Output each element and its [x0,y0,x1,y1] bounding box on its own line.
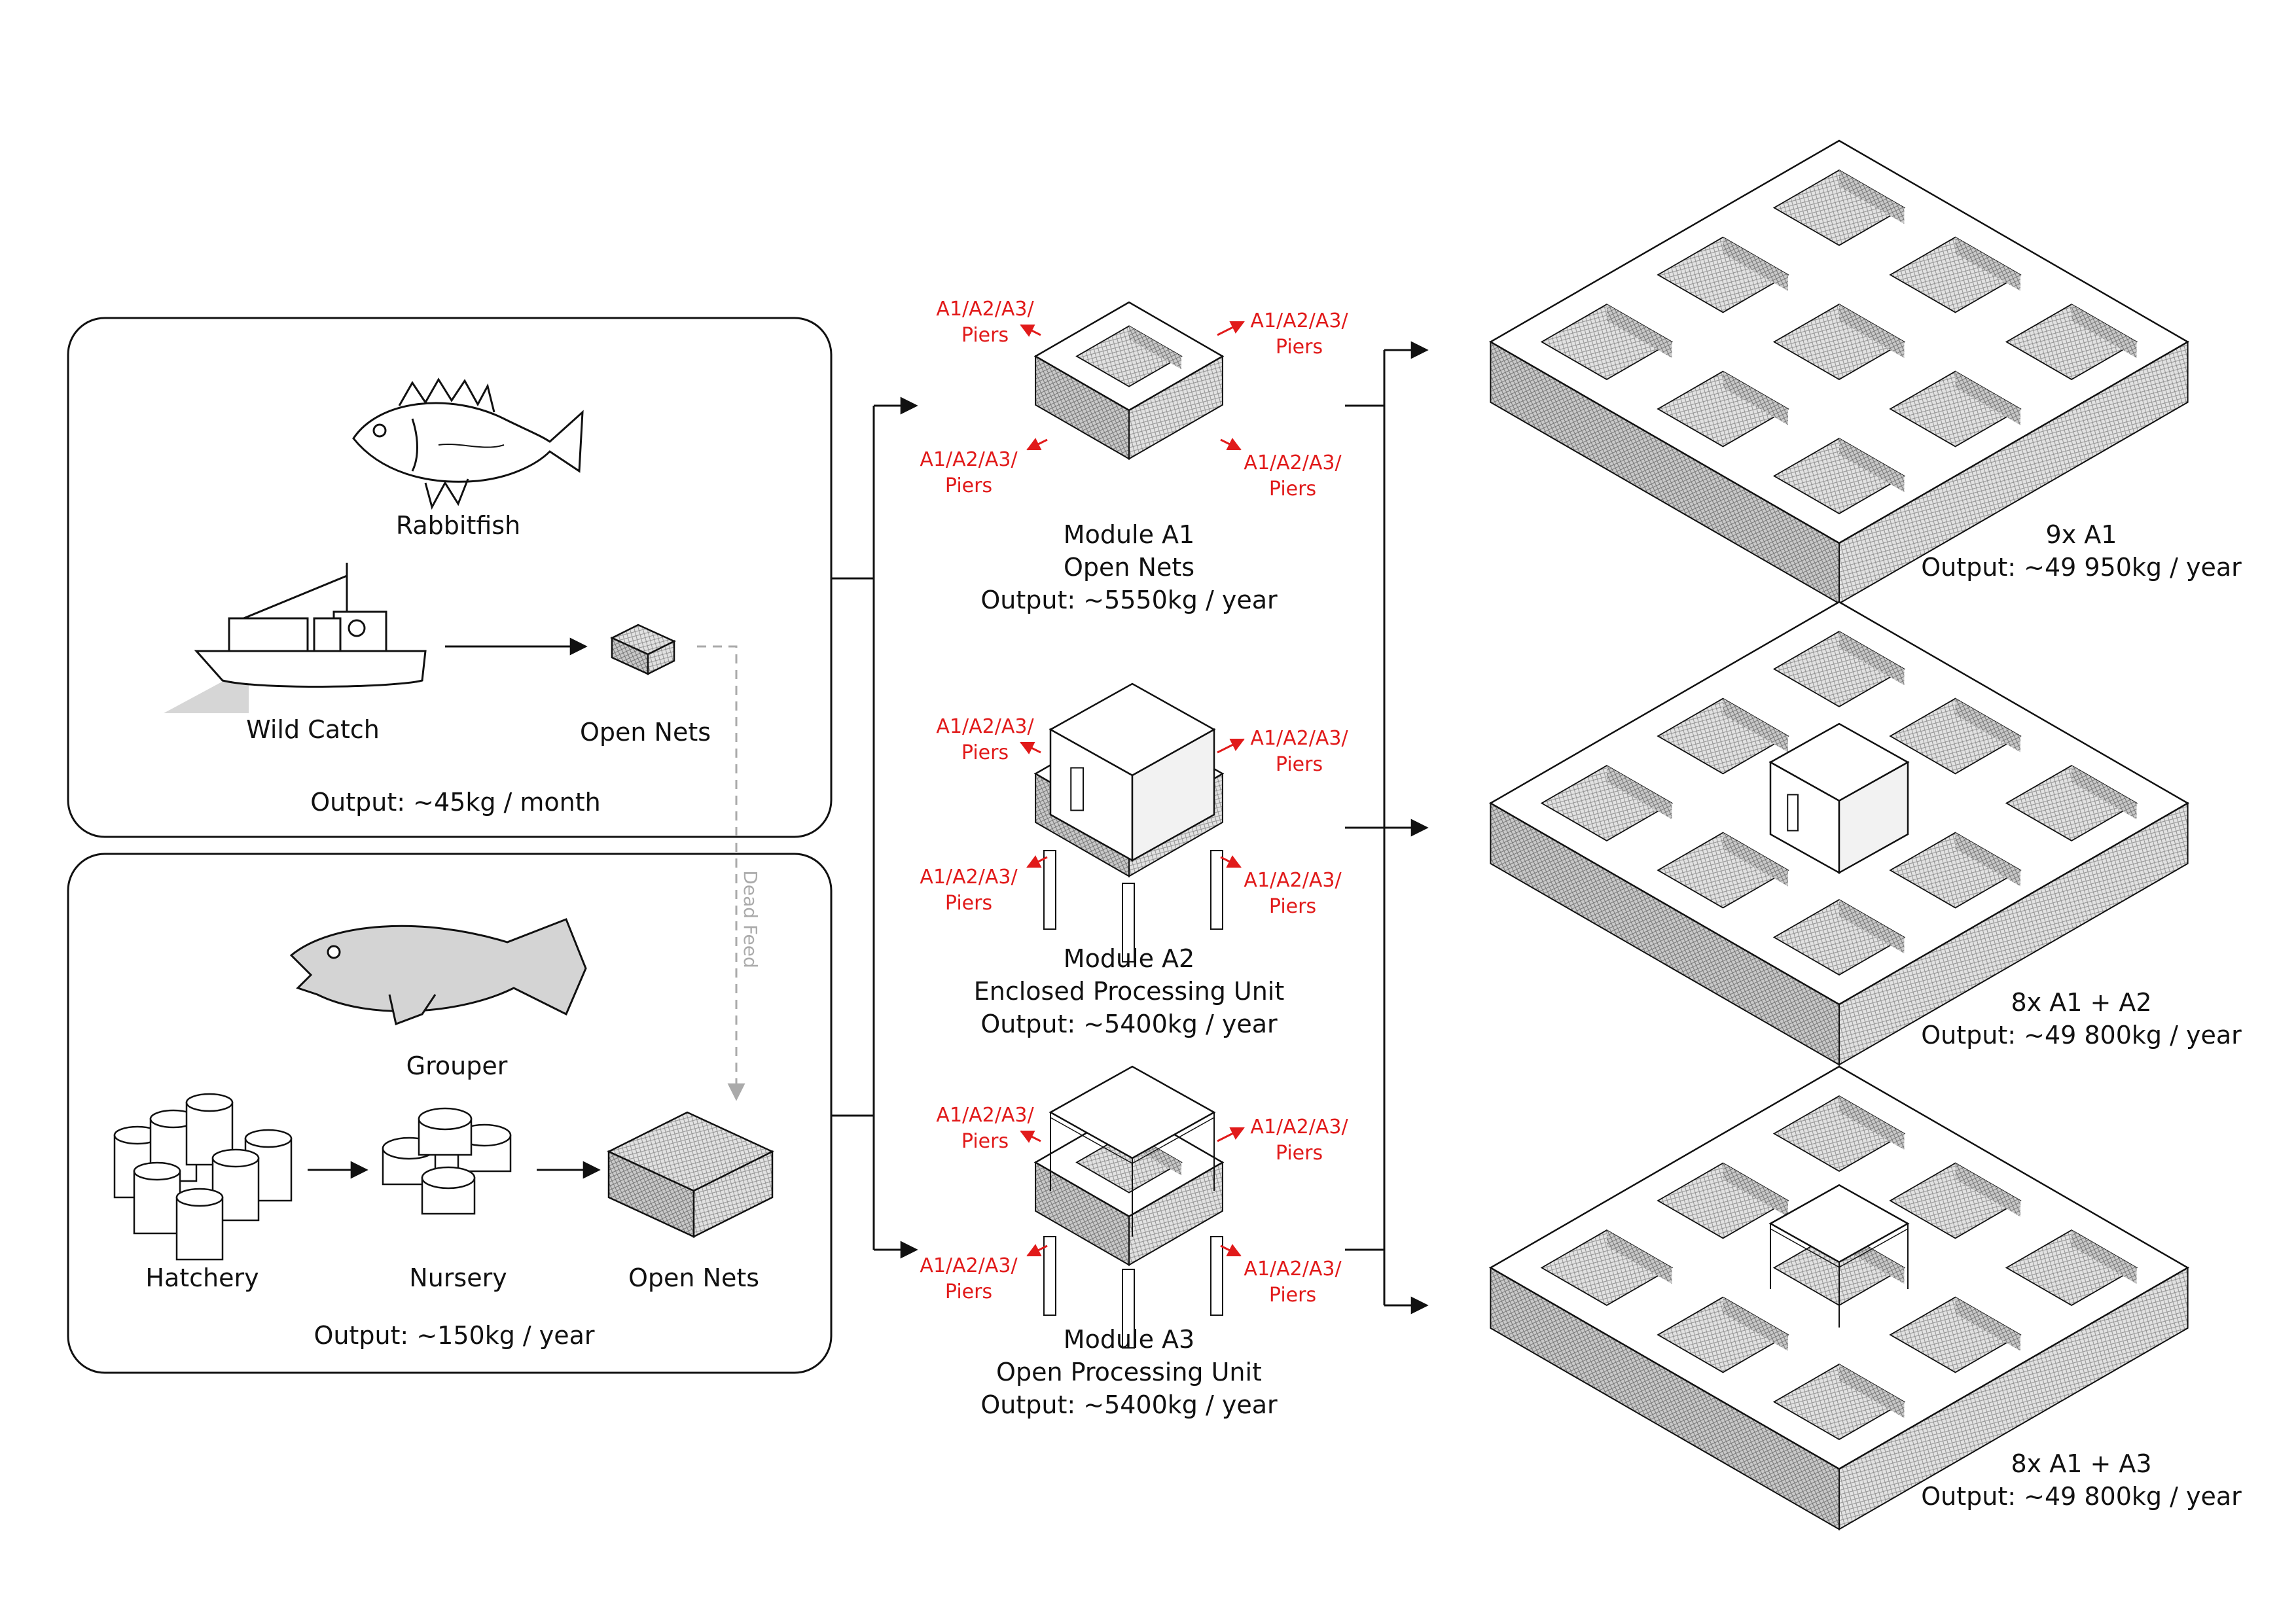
clusters-layer: 9x A1 Output: ~49 950kg / year 8x A1 + A2 O… [1488,139,2242,1531]
open-net-box-icon [607,1111,774,1239]
modules-layer: A1/A2/A3/PiersA1/A2/A3/PiersA1/A2/A3/Pie… [920,298,1348,1419]
fishing-boat-icon [164,563,427,713]
connector-arrow [1026,438,1048,451]
cluster-3: 8x A1 + A3 Output: ~49 800kg / year [1488,1065,2242,1531]
module-output: Output: ~5400kg / year [980,1010,1278,1038]
module-platform-1 [1033,301,1225,461]
connector-label: A1/A2/A3/Piers [1250,727,1348,776]
net-cube-icon [610,624,676,676]
connector-arrow [1217,321,1245,336]
dead-feed-label: Dead Feed [740,870,761,968]
cluster-processing-canopy [1768,1184,1910,1328]
stage-label-open-nets-bottom: Open Nets [628,1263,759,1292]
connector-arrow [1026,1244,1048,1257]
cluster-2: 8x A1 + A2 Output: ~49 800kg / year [1488,601,2242,1067]
cluster-platform-1 [1488,139,2190,605]
connector-arrow [1020,324,1041,337]
species-label-rabbitfish: Rabbitfish [396,511,520,540]
hatchery-tanks-icon [113,1093,293,1261]
connector-right [1345,341,1429,1315]
cluster-output: Output: ~49 950kg / year [1921,553,2242,582]
connector-arrow [1020,741,1041,754]
cluster-name: 8x A1 + A3 [2011,1449,2151,1478]
stage-label-nursery: Nursery [409,1263,507,1292]
enclosed-processing-unit [1049,682,1216,862]
module-output: Output: ~5550kg / year [980,586,1278,614]
pier-leg [1210,1236,1223,1316]
module-name: Module A3 [1064,1325,1194,1354]
connector-arrow [1217,1127,1245,1142]
dead-feed-arrow [697,645,745,1101]
stage-label-hatchery: Hatchery [145,1263,259,1292]
cluster-output: Output: ~49 800kg / year [1921,1021,2242,1050]
species-label-grouper: Grouper [406,1051,508,1080]
rabbitfish-icon [352,378,584,510]
open-processing-canopy [1049,1065,1216,1237]
connector-label: A1/A2/A3/Piers [1244,451,1342,501]
cluster-1: 9x A1 Output: ~49 950kg / year [1488,139,2242,605]
connector-label: A1/A2/A3/Piers [1250,1116,1348,1165]
connector-label: A1/A2/A3/Piers [1250,309,1348,359]
module-name: Module A2 [1064,944,1194,973]
panel-grouper [67,853,833,1374]
cluster-name: 8x A1 + A2 [2011,988,2151,1017]
module-desc: Open Processing Unit [996,1358,1262,1386]
cluster-name: 9x A1 [2046,520,2117,549]
module-1: A1/A2/A3/PiersA1/A2/A3/PiersA1/A2/A3/Pie… [920,298,1348,614]
stage-label-wild-catch: Wild Catch [246,715,380,744]
connector-arrow [1220,1244,1242,1257]
connector-label: A1/A2/A3/Piers [920,866,1018,915]
connector-arrow [1026,855,1048,868]
connector-arrow [1220,438,1242,451]
grouper-icon [289,918,587,1026]
connector-label: A1/A2/A3/Piers [936,1104,1034,1153]
connector-arrow [1220,855,1242,868]
cluster-processing-box [1768,722,1910,874]
connector-label: A1/A2/A3/Piers [920,448,1018,497]
module-desc: Open Nets [1064,553,1194,582]
connector-arrow [1217,738,1245,754]
pier-leg [1122,883,1135,962]
output-label-rabbitfish: Output: ~45kg / month [310,788,601,817]
pier-leg [1122,1269,1135,1349]
connector-label: A1/A2/A3/Piers [920,1254,1018,1303]
nursery-tanks-icon [382,1107,512,1215]
module-3: A1/A2/A3/PiersA1/A2/A3/PiersA1/A2/A3/Pie… [920,1065,1348,1419]
pier-leg [1043,850,1056,930]
pier-leg [1210,850,1223,930]
stage-label-open-nets-top: Open Nets [580,718,711,747]
module-output: Output: ~5400kg / year [980,1390,1278,1419]
connector-label: A1/A2/A3/Piers [936,715,1034,764]
pier-leg [1043,1236,1056,1316]
connector-label: A1/A2/A3/Piers [1244,1258,1342,1307]
connector-left [831,397,918,1259]
module-2: A1/A2/A3/PiersA1/A2/A3/PiersA1/A2/A3/Pie… [920,682,1348,1038]
connector-label: A1/A2/A3/Piers [936,298,1034,347]
connector-label: A1/A2/A3/Piers [1244,869,1342,918]
cluster-output: Output: ~49 800kg / year [1921,1482,2242,1511]
connector-arrow [1020,1130,1041,1143]
module-name: Module A1 [1064,520,1194,549]
output-label-grouper: Output: ~150kg / year [314,1321,594,1350]
module-desc: Enclosed Processing Unit [974,977,1285,1006]
